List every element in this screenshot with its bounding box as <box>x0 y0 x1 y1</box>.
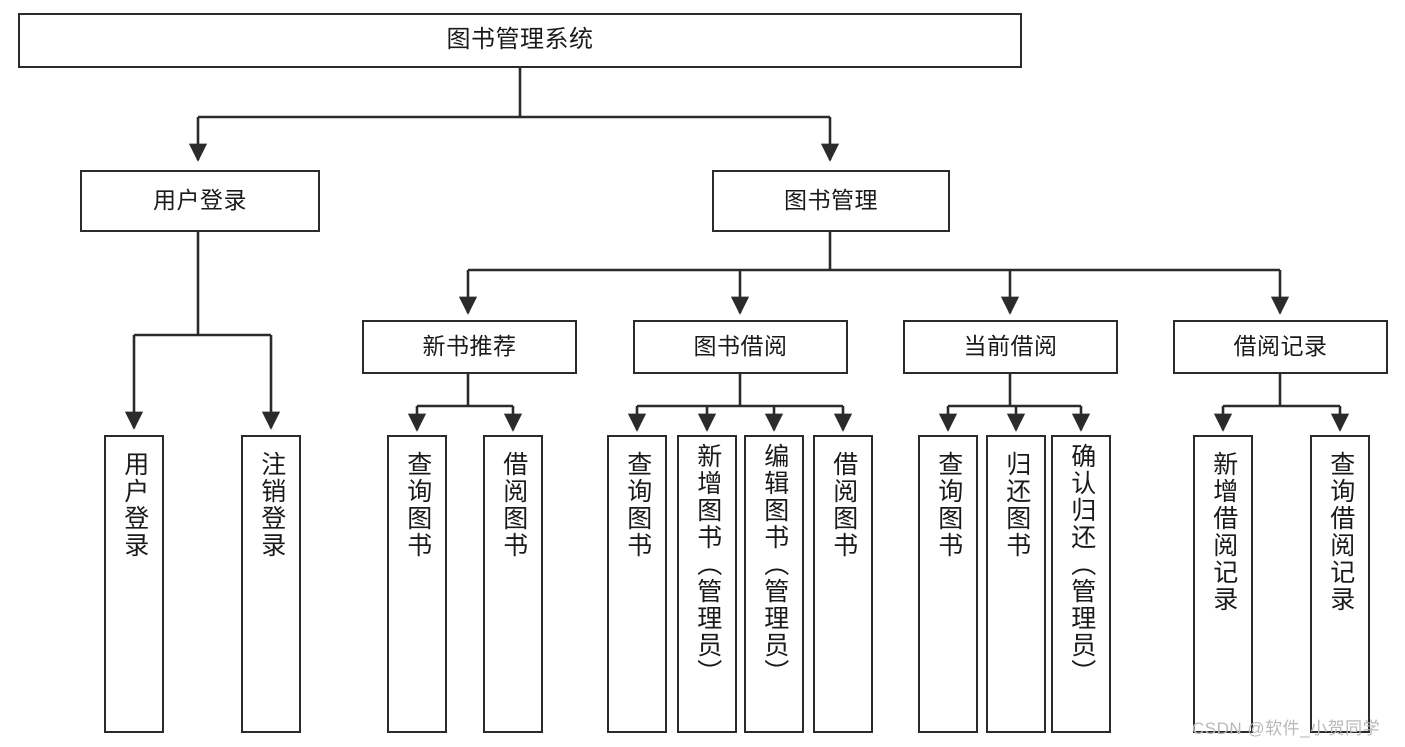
leaf-return-book-label: 归还图书 <box>1002 451 1031 559</box>
leaf-confirm-return[interactable]: 确认归还（管理员） <box>1051 435 1111 733</box>
leaf-query-book-2[interactable]: 查询图书 <box>607 435 667 733</box>
leaf-query-book-1-label: 查询图书 <box>403 451 432 559</box>
leaf-query-record-label: 查询借阅记录 <box>1326 451 1355 613</box>
node-root[interactable]: 图书管理系统 <box>18 13 1022 68</box>
leaf-add-book-label: 新增图书（管理员） <box>693 443 722 686</box>
leaf-user-login-label: 用户登录 <box>120 451 149 559</box>
leaf-confirm-return-label: 确认归还（管理员） <box>1067 443 1096 686</box>
leaf-borrow-book-1[interactable]: 借阅图书 <box>483 435 543 733</box>
leaf-query-book-2-label: 查询图书 <box>623 451 652 559</box>
leaf-query-record[interactable]: 查询借阅记录 <box>1310 435 1370 733</box>
leaf-add-record[interactable]: 新增借阅记录 <box>1193 435 1253 733</box>
leaf-query-book-3[interactable]: 查询图书 <box>918 435 978 733</box>
leaf-add-record-label: 新增借阅记录 <box>1209 451 1238 613</box>
leaf-query-book-1[interactable]: 查询图书 <box>387 435 447 733</box>
node-current-borrow[interactable]: 当前借阅 <box>903 320 1118 374</box>
node-book-manage-label: 图书管理 <box>784 187 878 214</box>
leaf-edit-book[interactable]: 编辑图书（管理员） <box>744 435 804 733</box>
node-user-login[interactable]: 用户登录 <box>80 170 320 232</box>
leaf-borrow-book-1-label: 借阅图书 <box>499 451 528 559</box>
node-borrow-record[interactable]: 借阅记录 <box>1173 320 1388 374</box>
node-borrow-record-label: 借阅记录 <box>1233 333 1328 360</box>
node-user-login-label: 用户登录 <box>153 187 247 214</box>
node-book-borrow[interactable]: 图书借阅 <box>633 320 848 374</box>
csdn-watermark: CSDN @软件_小贺同学 <box>1192 719 1381 738</box>
node-new-book-recommend-label: 新书推荐 <box>422 333 517 360</box>
leaf-edit-book-label: 编辑图书（管理员） <box>760 443 789 686</box>
node-book-borrow-label: 图书借阅 <box>693 333 788 360</box>
node-book-manage[interactable]: 图书管理 <box>712 170 950 232</box>
leaf-borrow-book-2-label: 借阅图书 <box>829 451 858 559</box>
leaf-add-book[interactable]: 新增图书（管理员） <box>677 435 737 733</box>
node-current-borrow-label: 当前借阅 <box>963 333 1058 360</box>
leaf-logout[interactable]: 注销登录 <box>241 435 301 733</box>
leaf-logout-label: 注销登录 <box>257 451 286 559</box>
leaf-return-book[interactable]: 归还图书 <box>986 435 1046 733</box>
leaf-query-book-3-label: 查询图书 <box>934 451 963 559</box>
leaf-borrow-book-2[interactable]: 借阅图书 <box>813 435 873 733</box>
node-new-book-recommend[interactable]: 新书推荐 <box>362 320 577 374</box>
leaf-user-login[interactable]: 用户登录 <box>104 435 164 733</box>
node-root-label: 图书管理系统 <box>446 26 594 54</box>
